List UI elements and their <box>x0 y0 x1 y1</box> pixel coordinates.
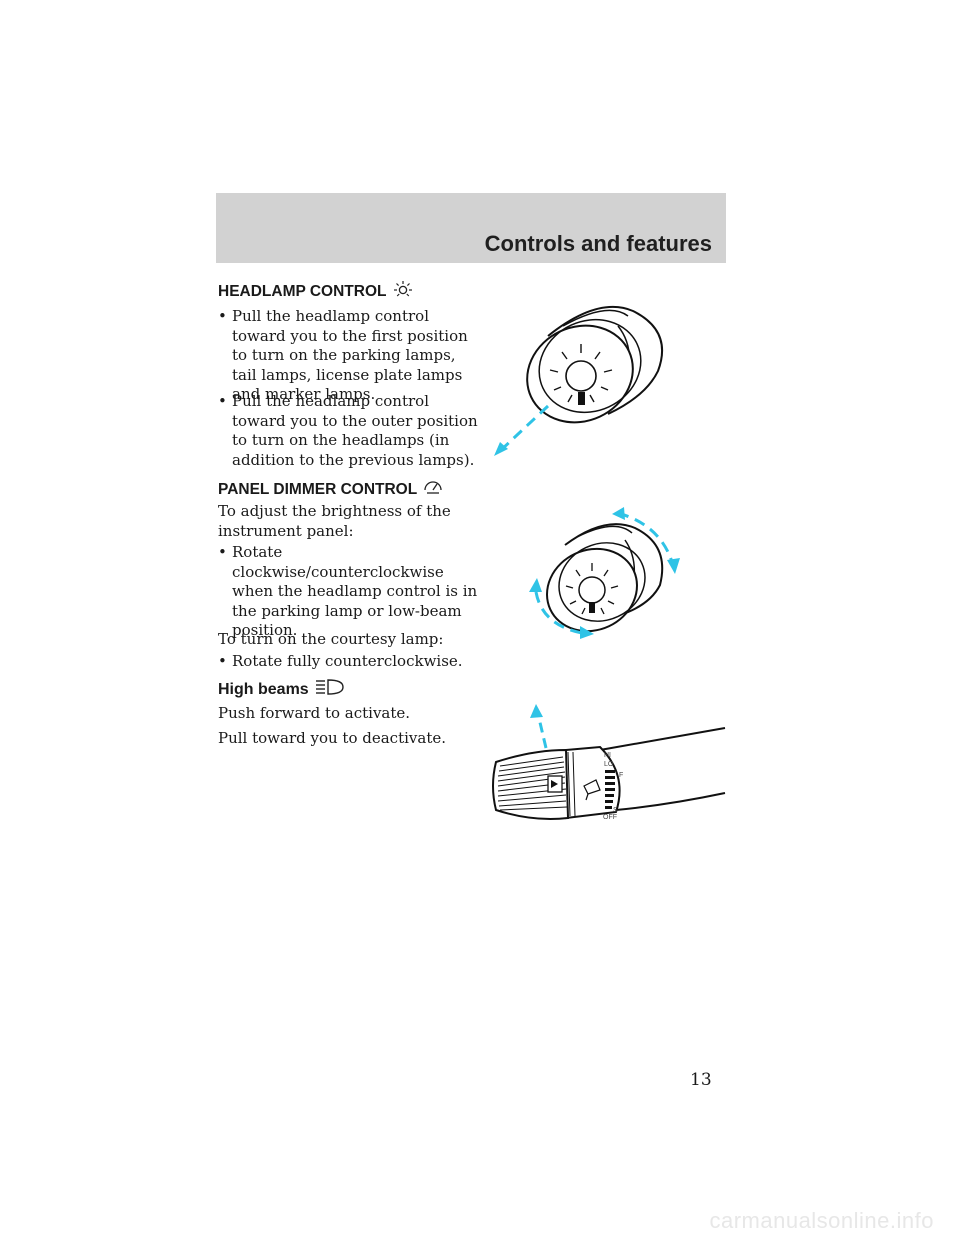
dimmer-bullet-1: • Rotate clockwise/counterclockwise when… <box>218 543 478 641</box>
dimmer-intro: To adjust the brightness of the instrume… <box>218 502 451 540</box>
bullet-marker: • <box>218 307 227 325</box>
headlamp-knob-illustration <box>494 305 663 456</box>
headlamp-heading: HEADLAMP CONTROL <box>218 280 413 301</box>
highbeams-heading-text: High beams <box>218 681 309 698</box>
highbeams-line-1: Push forward to activate. <box>218 704 411 722</box>
bullet-marker: • <box>218 652 227 670</box>
highbeams-heading: High beams <box>218 678 345 699</box>
dimmer-heading: PANEL DIMMER CONTROL <box>218 478 443 499</box>
bullet-text: Rotate clockwise/counterclockwise when t… <box>232 543 478 639</box>
panel-dimmer-icon <box>424 481 442 494</box>
multifunction-stalk-illustration: HI LO F S OFF <box>492 704 726 821</box>
dimmer-heading-text: PANEL DIMMER CONTROL <box>218 481 417 498</box>
bullet-marker: • <box>218 392 227 410</box>
page-number: 13 <box>690 1070 712 1090</box>
bullet-text: Pull the headlamp control toward you to … <box>232 307 468 403</box>
stalk-label-s: S <box>613 807 618 814</box>
stalk-label-hi: HI <box>604 752 611 759</box>
stalk-label-lo: LO <box>604 761 614 768</box>
section-header-bar: Controls and features <box>216 193 726 263</box>
watermark-text: carmanualsonline.info <box>709 1208 934 1233</box>
high-beam-icon <box>316 679 344 695</box>
highbeams-line-2: Pull toward you to deactivate. <box>218 729 446 747</box>
headlamp-bullet-1: • Pull the headlamp control toward you t… <box>218 307 478 405</box>
bullet-text: Pull the headlamp control toward you to … <box>232 392 478 469</box>
dimmer-bullet-2: • Rotate fully counterclockwise. <box>218 652 478 672</box>
headlamp-icon <box>393 281 412 297</box>
courtesy-text: To turn on the courtesy lamp: <box>218 630 444 648</box>
headlamp-bullet-2: • Pull the headlamp control toward you t… <box>218 392 478 470</box>
bullet-marker: • <box>218 543 227 561</box>
dimmer-knob-illustration <box>529 507 680 639</box>
headlamp-heading-text: HEADLAMP CONTROL <box>218 283 387 300</box>
section-title: Controls and features <box>484 231 712 256</box>
watermark-bar: carmanualsonline.info <box>0 1208 960 1242</box>
stalk-label-off: OFF <box>603 814 617 821</box>
stalk-label-f: F <box>619 772 623 779</box>
bullet-text: Rotate fully counterclockwise. <box>232 652 463 670</box>
